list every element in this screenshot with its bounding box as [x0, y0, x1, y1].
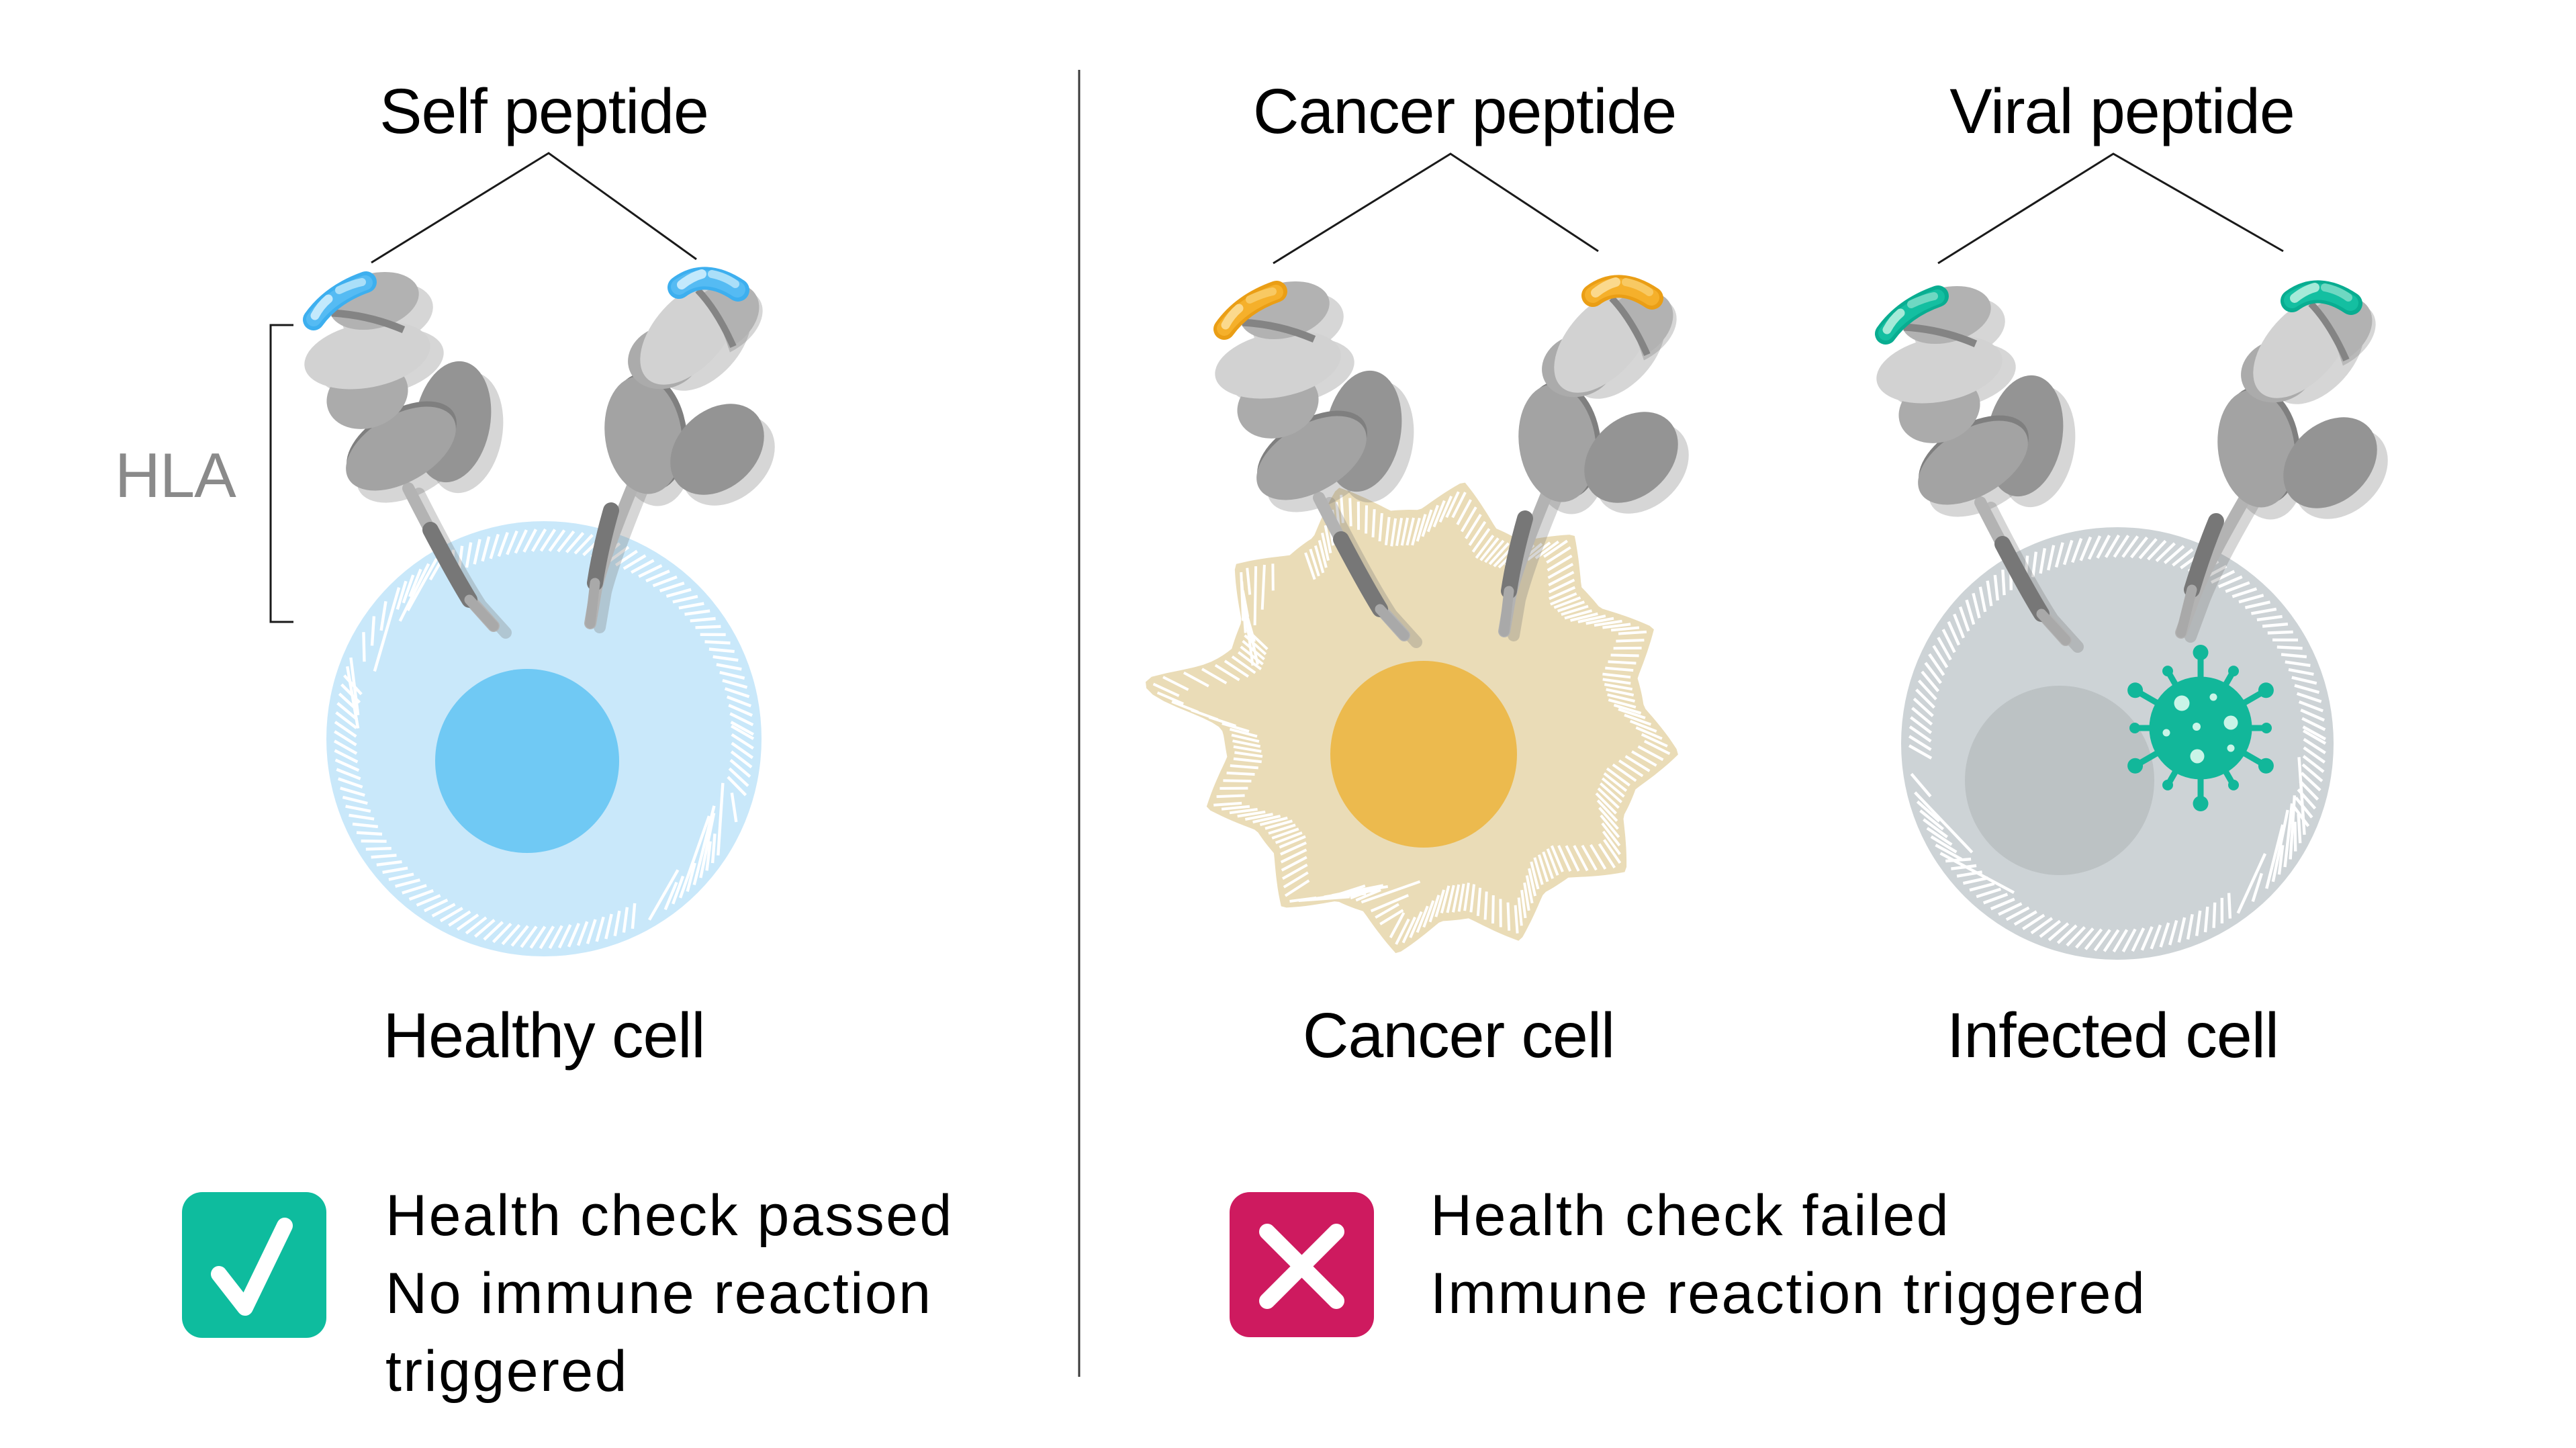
svg-text:No immune reaction: No immune reaction	[385, 1261, 933, 1326]
svg-text:triggered: triggered	[385, 1339, 629, 1404]
svg-text:Healthy cell: Healthy cell	[383, 1000, 704, 1071]
svg-text:HLA: HLA	[115, 440, 236, 510]
svg-text:Viral peptide: Viral peptide	[1949, 76, 2294, 147]
svg-text:Health check failed: Health check failed	[1430, 1183, 1950, 1248]
svg-text:Health check passed: Health check passed	[385, 1183, 954, 1248]
svg-text:Cancer peptide: Cancer peptide	[1253, 76, 1676, 147]
svg-text:Infected cell: Infected cell	[1947, 1000, 2279, 1071]
svg-text:Cancer cell: Cancer cell	[1303, 1000, 1614, 1071]
svg-text:Immune reaction triggered: Immune reaction triggered	[1430, 1261, 2146, 1326]
svg-text:Self peptide: Self peptide	[379, 76, 708, 147]
